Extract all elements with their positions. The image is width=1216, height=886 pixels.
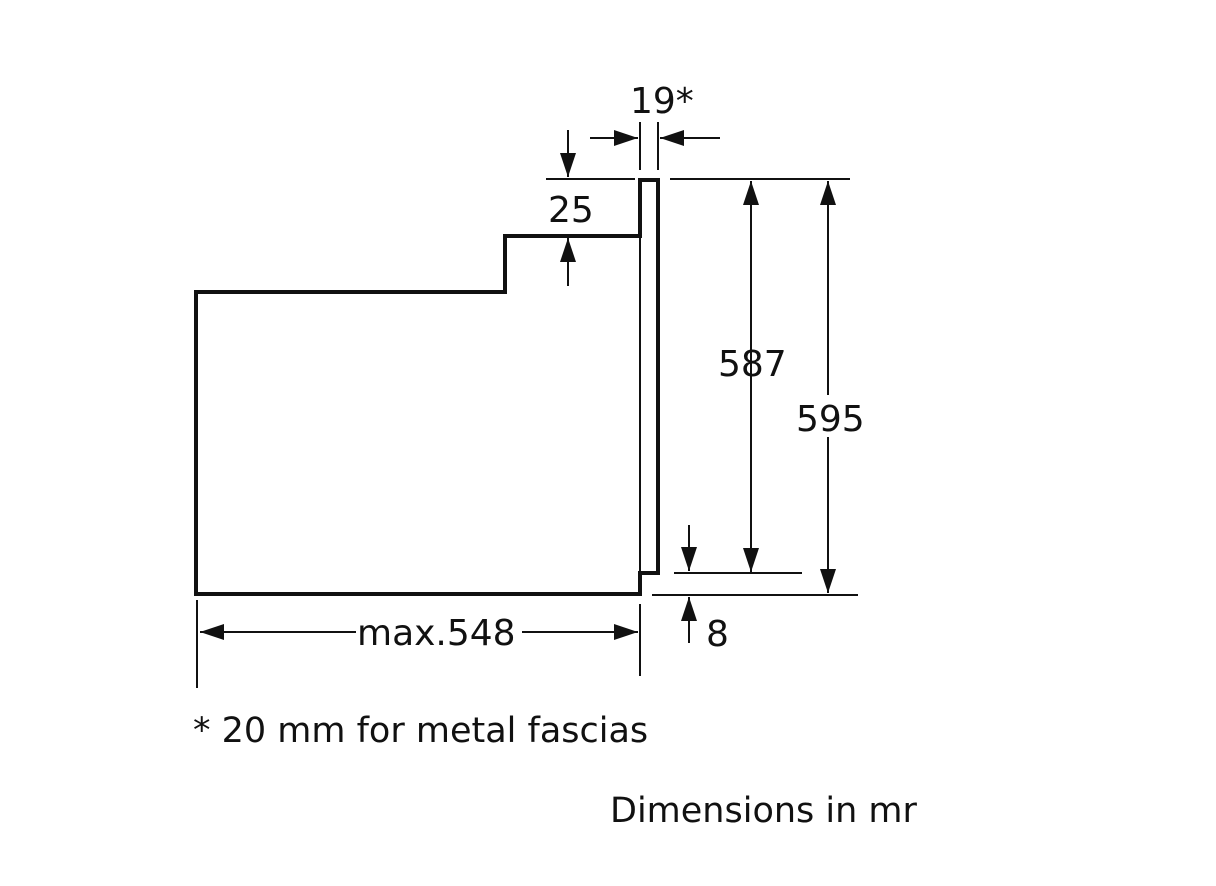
footnote: * 20 mm for metal fascias: [193, 711, 648, 751]
oven-body-outline: [194, 178, 660, 596]
dim-total-height: 595: [796, 399, 865, 440]
units-caption: Dimensions in mr: [610, 791, 918, 831]
dim-bottom-offset: 8: [706, 614, 729, 655]
dim-depth: max.548: [357, 613, 516, 654]
dim-panel-height: 587: [718, 344, 787, 385]
dim-top-offset: 25: [548, 190, 594, 231]
dim-fascia-thickness: 19*: [630, 81, 694, 122]
